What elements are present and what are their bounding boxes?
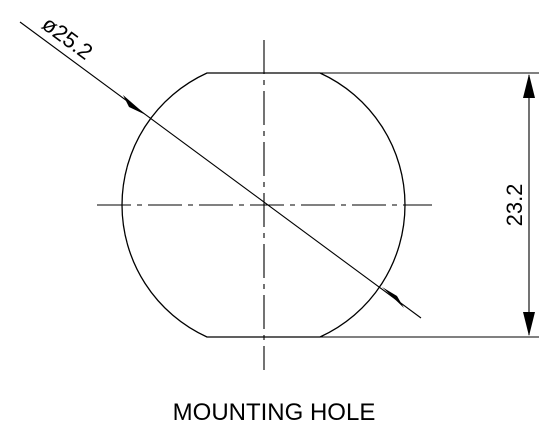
diameter-arrow-upper bbox=[123, 95, 146, 115]
diameter-leader-line bbox=[19, 21, 422, 319]
height-arrow-bottom bbox=[523, 312, 535, 336]
diameter-arrow-lower bbox=[382, 287, 404, 308]
height-dimension-label: 23.2 bbox=[502, 184, 527, 227]
height-arrow-top bbox=[523, 74, 535, 98]
drawing-caption: MOUNTING HOLE bbox=[173, 399, 376, 425]
